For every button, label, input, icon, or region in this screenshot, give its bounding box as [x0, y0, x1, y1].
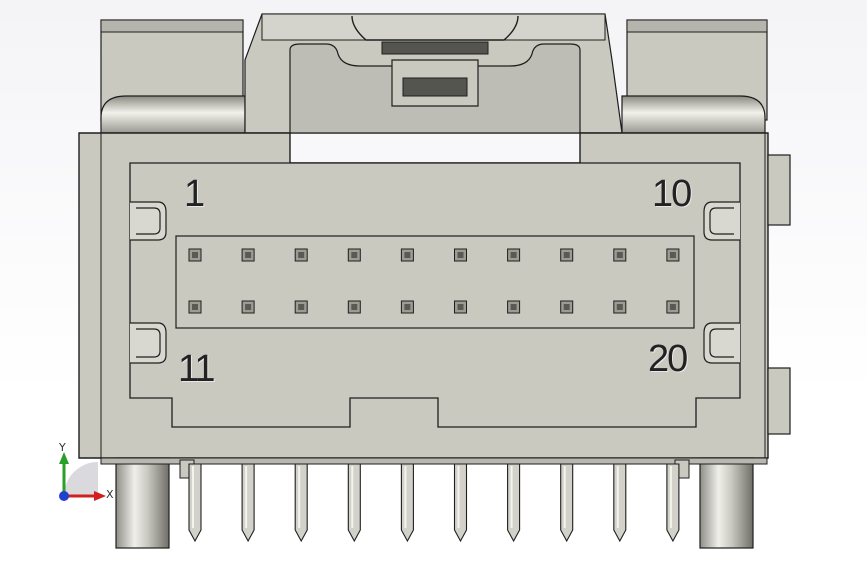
contact-pin — [404, 304, 411, 310]
contact-pin — [351, 252, 358, 258]
contact-pin — [669, 304, 676, 310]
solder-tail — [453, 463, 468, 543]
solder-tail — [347, 463, 361, 543]
board-lock-left — [115, 457, 170, 549]
solder-tail — [294, 463, 308, 543]
z-axis-dot — [59, 491, 69, 501]
contact-pin — [457, 252, 464, 258]
latch-slot — [381, 41, 489, 55]
contact-pin — [616, 252, 623, 258]
curved-rib-right — [621, 95, 766, 134]
solder-tail — [560, 463, 574, 543]
contact-pin — [192, 304, 198, 310]
contact-pin — [563, 252, 570, 258]
contact-pin — [192, 252, 198, 258]
solder-tail — [507, 463, 521, 543]
contact-pin — [404, 252, 411, 258]
pin-label-20: 20 — [648, 338, 688, 380]
contact-pin — [351, 304, 358, 310]
axis-triad — [59, 452, 106, 501]
solder-tail — [400, 463, 414, 543]
curved-rib-left — [100, 95, 246, 134]
contact-pin — [245, 304, 252, 310]
contact-pin — [510, 252, 517, 258]
contact-array — [188, 248, 680, 314]
pin-label-1: 1 — [184, 173, 205, 215]
contact-pin — [563, 304, 570, 310]
solder-tail — [188, 463, 202, 543]
contact-pin — [457, 304, 464, 310]
contact-pin — [616, 304, 623, 310]
contact-pin — [245, 252, 252, 258]
contact-pin — [669, 252, 676, 258]
solder-tails — [188, 463, 680, 543]
board-lock-right — [699, 457, 754, 549]
solder-tail — [666, 463, 680, 543]
solder-tail — [241, 463, 255, 543]
pin-label-10: 10 — [652, 173, 692, 215]
contact-pin — [298, 252, 305, 258]
x-axis-label: X — [106, 488, 114, 501]
solder-tail — [613, 463, 627, 543]
contact-pin — [510, 304, 517, 310]
side-tab-lower — [767, 367, 791, 435]
side-tab-upper — [767, 154, 791, 226]
contact-pin — [298, 304, 305, 310]
y-axis-label: Y — [59, 441, 66, 454]
contact-insert — [175, 235, 695, 329]
pin-label-11: 11 — [178, 348, 215, 390]
polarization-keys — [130, 201, 740, 364]
